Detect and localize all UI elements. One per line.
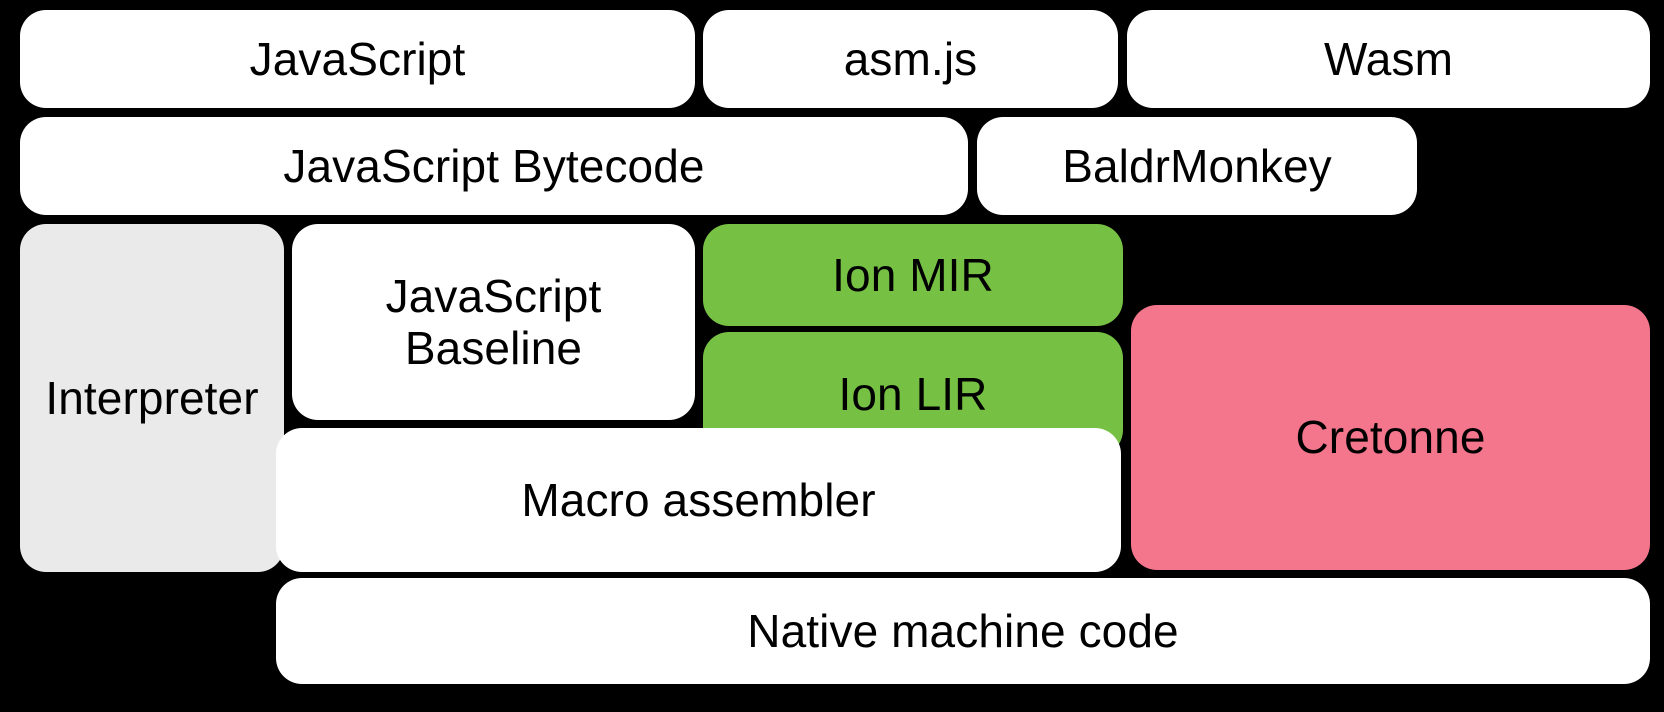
node-ion-mir: Ion MIR [703,224,1123,326]
node-interpreter: Interpreter [20,224,284,572]
node-native-machine-code: Native machine code [276,578,1650,684]
node-macro-assembler: Macro assembler [276,428,1121,572]
node-asm-js: asm.js [703,10,1118,108]
node-javascript-bytecode: JavaScript Bytecode [20,117,968,215]
node-wasm: Wasm [1127,10,1650,108]
node-javascript-baseline: JavaScript Baseline [292,224,695,420]
node-baldrmonkey: BaldrMonkey [977,117,1417,215]
node-javascript: JavaScript [20,10,695,108]
node-cretonne: Cretonne [1131,305,1650,570]
